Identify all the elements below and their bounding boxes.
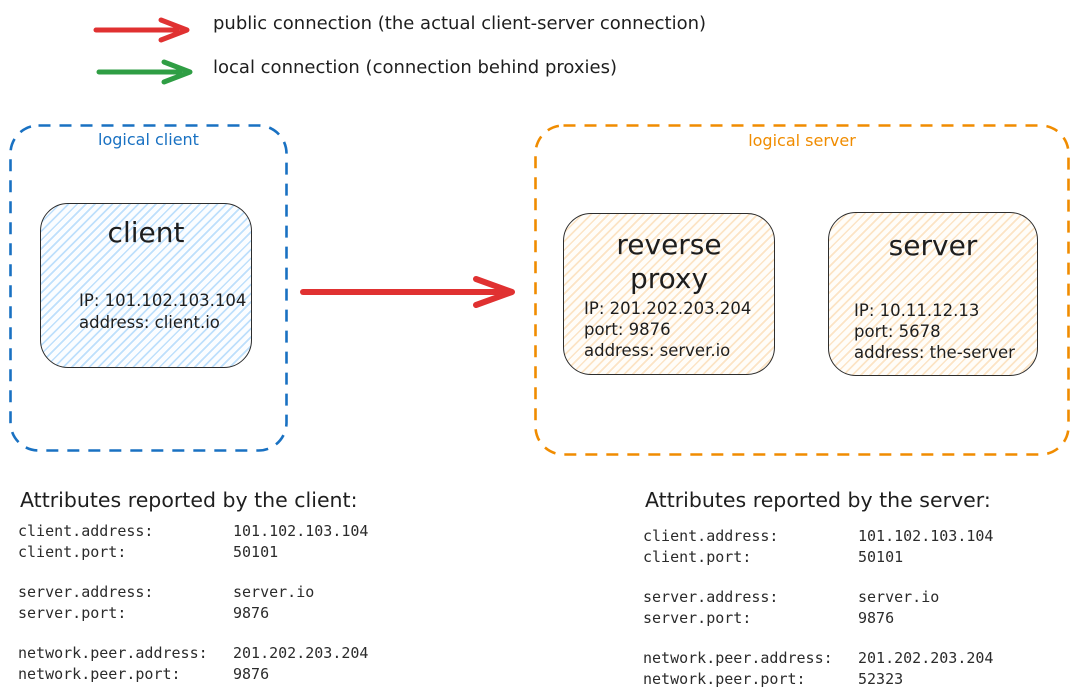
server-port-line: port: 5678 <box>854 322 941 341</box>
attr-row: client.port: 50101 <box>643 547 993 568</box>
server-address-line: address: the-server <box>854 343 1015 362</box>
attr-value: 201.202.203.204 <box>233 644 369 662</box>
attributes-client-title: Attributes reported by the client: <box>20 488 358 512</box>
attributes-server-title: Attributes reported by the server: <box>645 488 991 512</box>
attr-key: server.port: <box>643 608 752 627</box>
attr-row: server.port: 9876 <box>18 603 368 624</box>
logical-client-boundary <box>9 124 288 452</box>
server-node-details: IP: 10.11.12.13 port: 5678 address: the-… <box>854 300 1015 363</box>
attr-group-server: server.address: server.io server.port: 9… <box>18 582 368 623</box>
attr-value: 101.102.103.104 <box>858 527 994 545</box>
local-connection-arrow-icon <box>96 59 193 85</box>
logical-server-boundary <box>534 124 1070 456</box>
attributes-client-list: client.address: 101.102.103.104 client.p… <box>18 521 368 691</box>
attr-key: client.address: <box>18 522 154 540</box>
attr-key: network.peer.port: <box>643 669 806 688</box>
client-to-server-arrow <box>300 276 515 308</box>
attr-key: client.port: <box>18 542 127 561</box>
attr-row: server.address: server.io <box>18 582 368 603</box>
legend-label-local-connection: local connection (connection behind prox… <box>213 57 617 78</box>
client-address-line: address: client.io <box>79 312 220 332</box>
attr-row: server.port: 9876 <box>643 608 993 629</box>
attr-value: 9876 <box>858 608 895 627</box>
attr-row: network.peer.address: 201.202.203.204 <box>643 648 993 669</box>
attr-value: 50101 <box>233 542 279 561</box>
server-ip-line: IP: 10.11.12.13 <box>854 301 980 320</box>
attr-row: client.port: 50101 <box>18 542 368 563</box>
attr-row: network.peer.port: 9876 <box>18 664 368 685</box>
client-ip-line: IP: 101.102.103.104 <box>79 291 247 310</box>
client-node: client IP: 101.102.103.104 address: clie… <box>40 203 252 368</box>
legend-label-public-connection: public connection (the actual client-ser… <box>213 13 707 34</box>
attr-value: 9876 <box>233 664 270 683</box>
reverse-proxy-node-title: reverse proxy <box>616 228 722 295</box>
attr-key: client.address: <box>643 527 779 545</box>
reverse-proxy-node: reverse proxy IP: 201.202.203.204 port: … <box>563 213 775 375</box>
server-node: server IP: 10.11.12.13 port: 5678 addres… <box>828 212 1038 376</box>
attr-value: server.io <box>858 588 940 606</box>
attr-group-network-peer: network.peer.address: 201.202.203.204 ne… <box>18 643 368 684</box>
attr-key: network.peer.address: <box>643 649 833 667</box>
attr-key: server.address: <box>643 588 779 606</box>
attr-group-client: client.address: 101.102.103.104 client.p… <box>18 521 368 562</box>
attr-row: network.peer.port: 52323 <box>643 669 993 690</box>
attr-value: 201.202.203.204 <box>858 649 994 667</box>
attr-row: network.peer.address: 201.202.203.204 <box>18 643 368 664</box>
attr-key: server.address: <box>18 583 154 601</box>
attr-group-server: server.address: server.io server.port: 9… <box>643 587 993 628</box>
attr-group-network-peer: network.peer.address: 201.202.203.204 ne… <box>643 648 993 689</box>
reverse-proxy-port-line: port: 9876 <box>584 320 671 339</box>
logical-client-label: logical client <box>98 130 199 149</box>
attr-value: 9876 <box>233 603 270 622</box>
attr-row: client.address: 101.102.103.104 <box>18 521 368 542</box>
attr-key: server.port: <box>18 603 127 622</box>
attr-group-client: client.address: 101.102.103.104 client.p… <box>643 526 993 567</box>
attr-value: 101.102.103.104 <box>233 522 369 540</box>
reverse-proxy-ip-line: IP: 201.202.203.204 <box>584 299 752 318</box>
attr-key: client.port: <box>643 547 752 566</box>
attr-key: network.peer.port: <box>18 664 181 683</box>
server-node-title: server <box>888 229 978 262</box>
reverse-proxy-address-line: address: server.io <box>584 341 731 360</box>
public-connection-arrow-icon <box>93 17 190 43</box>
attributes-server-list: client.address: 101.102.103.104 client.p… <box>643 526 993 691</box>
client-node-title: client <box>107 216 185 249</box>
attr-key: network.peer.address: <box>18 644 208 662</box>
reverse-proxy-node-details: IP: 201.202.203.204 port: 9876 address: … <box>584 298 751 361</box>
client-node-details: IP: 101.102.103.104 address: client.io <box>79 290 246 333</box>
attr-value: 52323 <box>858 669 904 688</box>
attr-value: server.io <box>233 583 315 601</box>
logical-server-label: logical server <box>748 131 856 150</box>
attr-value: 50101 <box>858 547 904 566</box>
attr-row: server.address: server.io <box>643 587 993 608</box>
attr-row: client.address: 101.102.103.104 <box>643 526 993 547</box>
